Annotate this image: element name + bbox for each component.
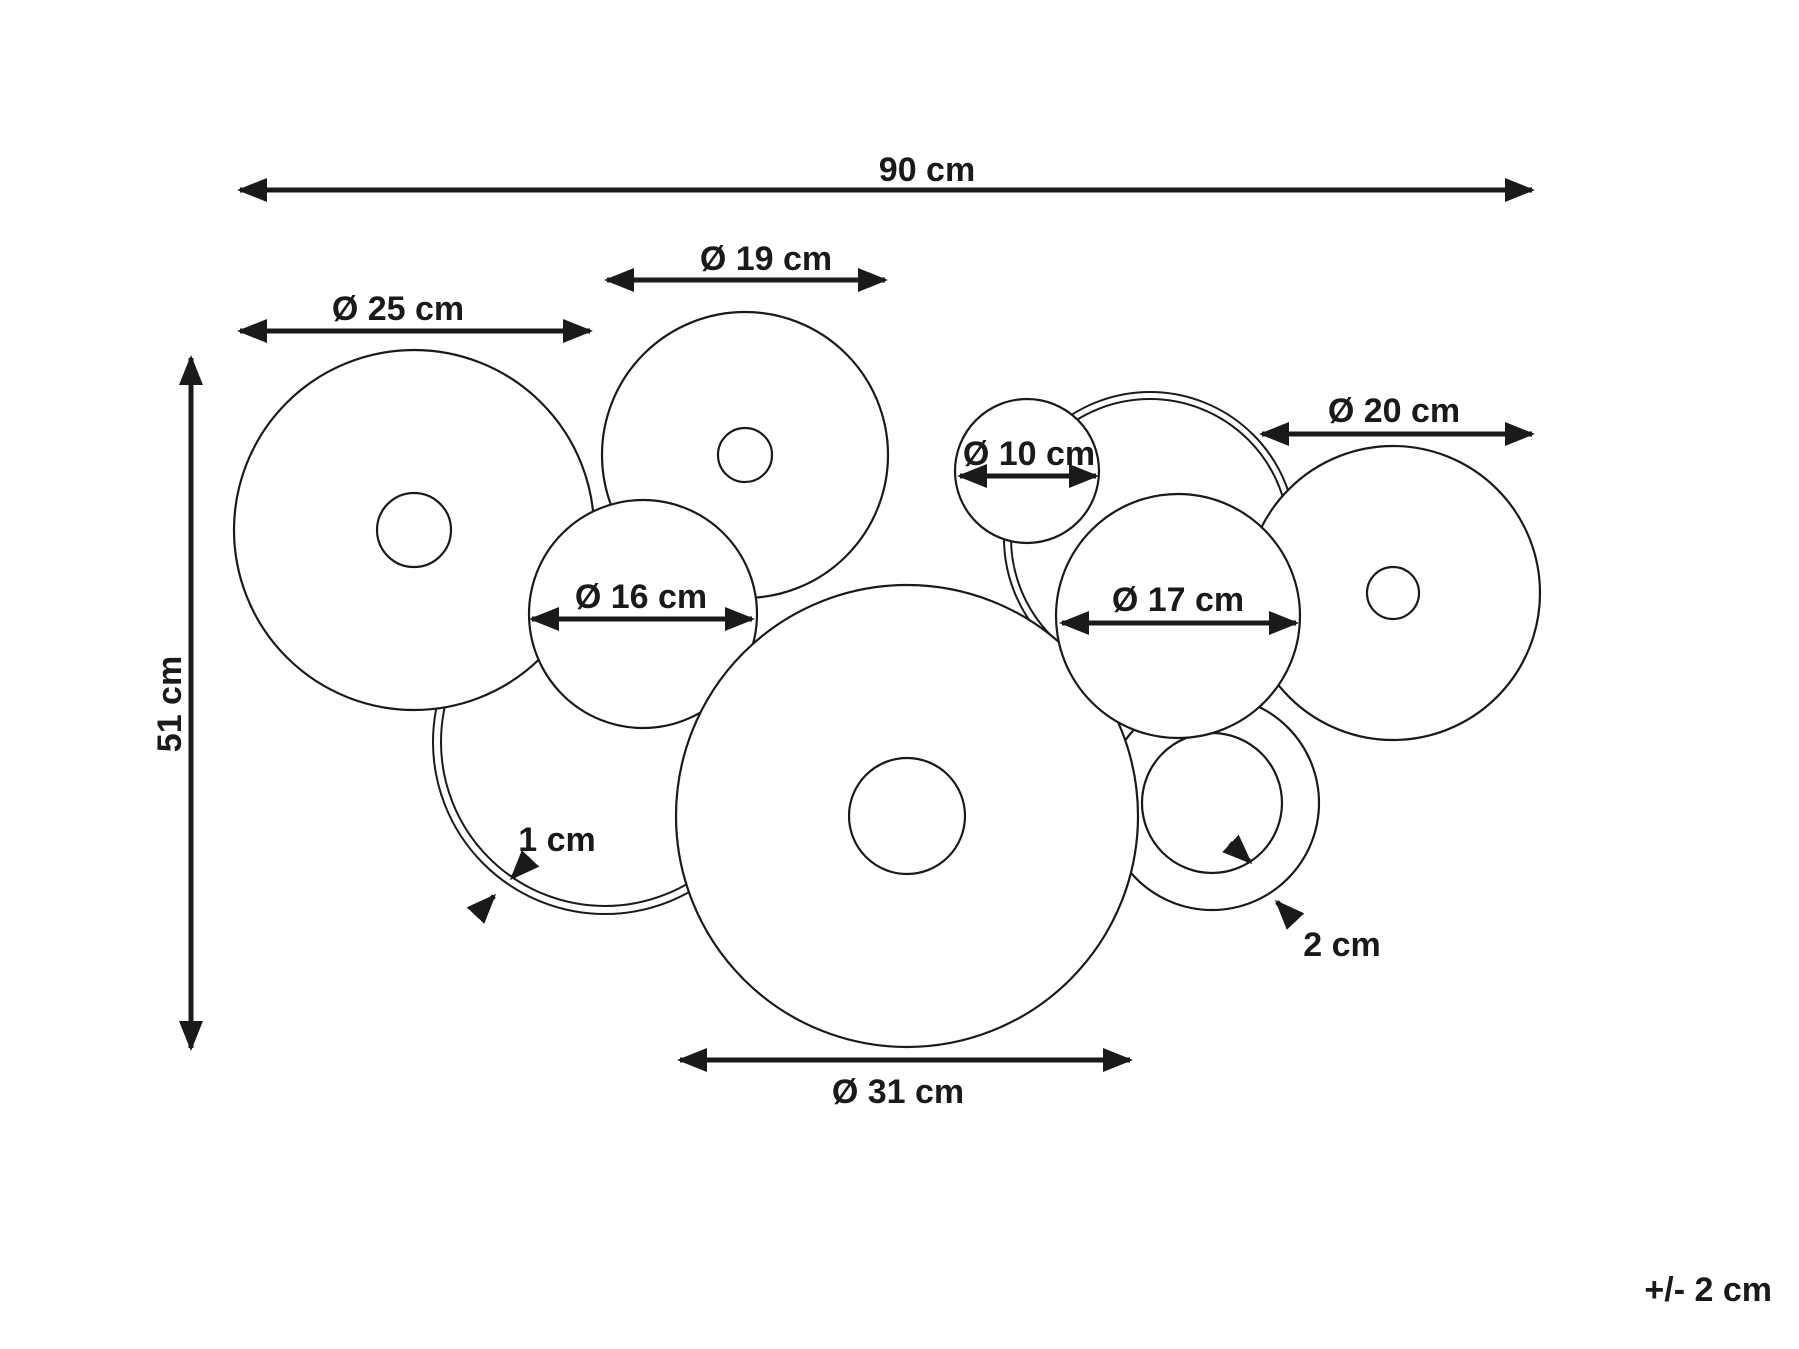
- width-dimension: 90 cm: [237, 151, 1535, 202]
- ring1-label: 1 cm: [518, 821, 596, 859]
- d20-dimension: Ø 20 cm: [1259, 392, 1535, 446]
- ring2-callout: 2 cm: [1222, 834, 1381, 964]
- disc-31cm: [674, 583, 1140, 1049]
- d10-dimension: Ø 10 cm: [957, 435, 1099, 488]
- ring1-arrow-inner: [466, 893, 497, 924]
- d20-label: Ø 20 cm: [1328, 392, 1460, 430]
- d17-dimension: Ø 17 cm: [1059, 581, 1299, 635]
- height-label: 51 cm: [151, 656, 189, 752]
- d25-dimension: Ø 25 cm: [237, 290, 593, 343]
- d16-label: Ø 16 cm: [575, 578, 707, 616]
- ring1-arrow-outer: [509, 850, 540, 881]
- d31-label: Ø 31 cm: [832, 1073, 964, 1111]
- ring2-arrow-outer: [1274, 899, 1305, 930]
- d19-label: Ø 19 cm: [700, 240, 832, 278]
- disc-25cm: [232, 348, 596, 712]
- ring2-arrow-inner: [1222, 834, 1253, 865]
- disc-20cm: [1244, 444, 1542, 742]
- ring1-callout: 1 cm: [466, 821, 596, 924]
- d16-dimension: Ø 16 cm: [529, 578, 755, 631]
- ring2-label: 2 cm: [1303, 926, 1381, 964]
- d10-label: Ø 10 cm: [963, 435, 1095, 473]
- width-label: 90 cm: [879, 151, 975, 189]
- height-dimension: 51 cm: [151, 355, 203, 1051]
- d17-label: Ø 17 cm: [1112, 581, 1244, 619]
- tolerance-note: +/- 2 cm: [1644, 1271, 1772, 1309]
- d25-label: Ø 25 cm: [332, 290, 464, 328]
- d31-dimension: Ø 31 cm: [677, 1048, 1133, 1111]
- d19-dimension: Ø 19 cm: [604, 240, 888, 292]
